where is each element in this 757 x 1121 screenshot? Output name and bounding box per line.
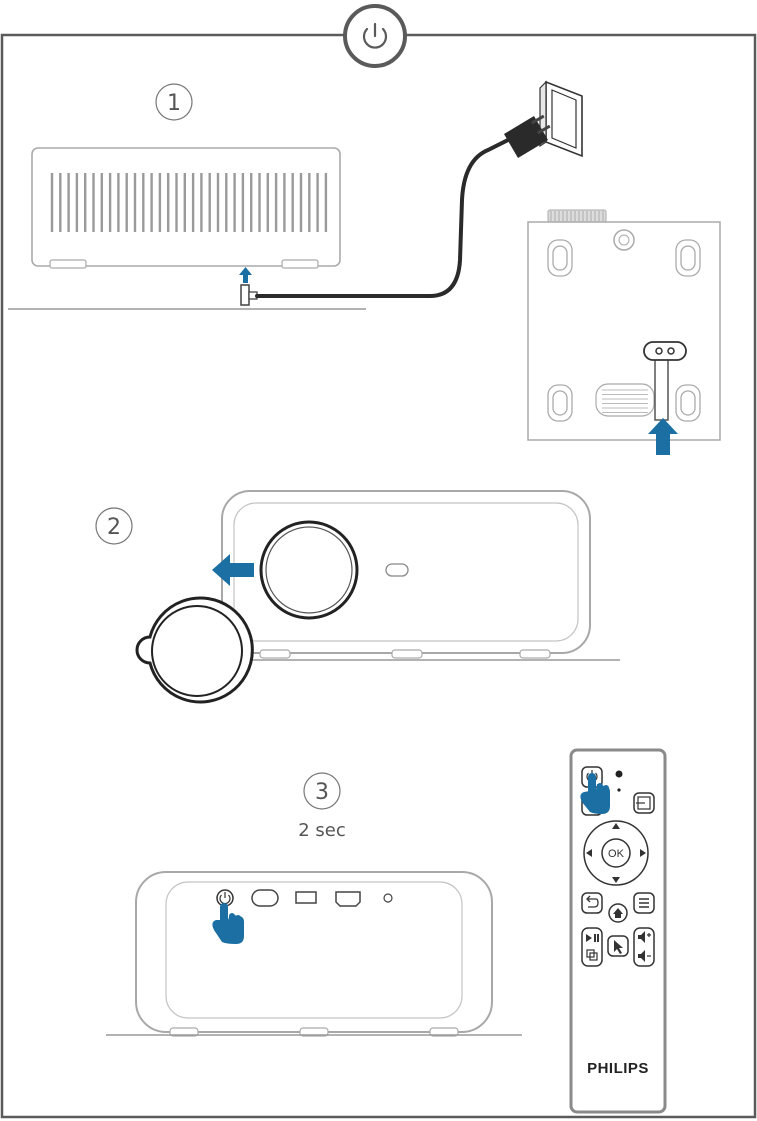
projector-bottom-view xyxy=(528,210,720,440)
remote-pointer-button[interactable] xyxy=(608,936,628,956)
lens xyxy=(261,522,357,618)
step-1-marker: 1 xyxy=(156,84,192,120)
step-3-number: 3 xyxy=(315,780,329,805)
step-2-number: 2 xyxy=(107,515,121,540)
remote-ok-label: OK xyxy=(608,848,625,860)
hdmi-port xyxy=(252,890,278,906)
remote-back-button[interactable] xyxy=(582,893,602,913)
remote-dpad[interactable]: OK xyxy=(584,821,648,885)
remote-brand-logo: PHILIPS xyxy=(587,1060,649,1077)
step-3-marker: 3 xyxy=(304,773,340,809)
lens-cap xyxy=(137,598,252,702)
projector-rear-view xyxy=(136,872,492,1036)
hdmi-port-2 xyxy=(336,892,360,906)
up-arrow-icon xyxy=(239,267,252,283)
power-plug-icon xyxy=(241,285,257,305)
remote-volume-button[interactable] xyxy=(634,928,654,966)
wall-socket-icon xyxy=(540,82,582,156)
step-1-number: 1 xyxy=(167,91,181,116)
projector-front-view xyxy=(222,491,590,658)
step-3-duration: 2 sec xyxy=(298,820,346,841)
audio-jack xyxy=(384,894,392,902)
power-icon xyxy=(345,6,405,66)
remote-menu-button[interactable] xyxy=(634,893,654,913)
remote-home-button[interactable] xyxy=(609,904,627,922)
projector-side-view xyxy=(32,148,340,268)
usb-port xyxy=(296,892,316,903)
step-2-marker: 2 xyxy=(96,508,132,544)
led-indicator xyxy=(616,771,623,778)
remote-play-pause-button[interactable] xyxy=(582,928,602,966)
